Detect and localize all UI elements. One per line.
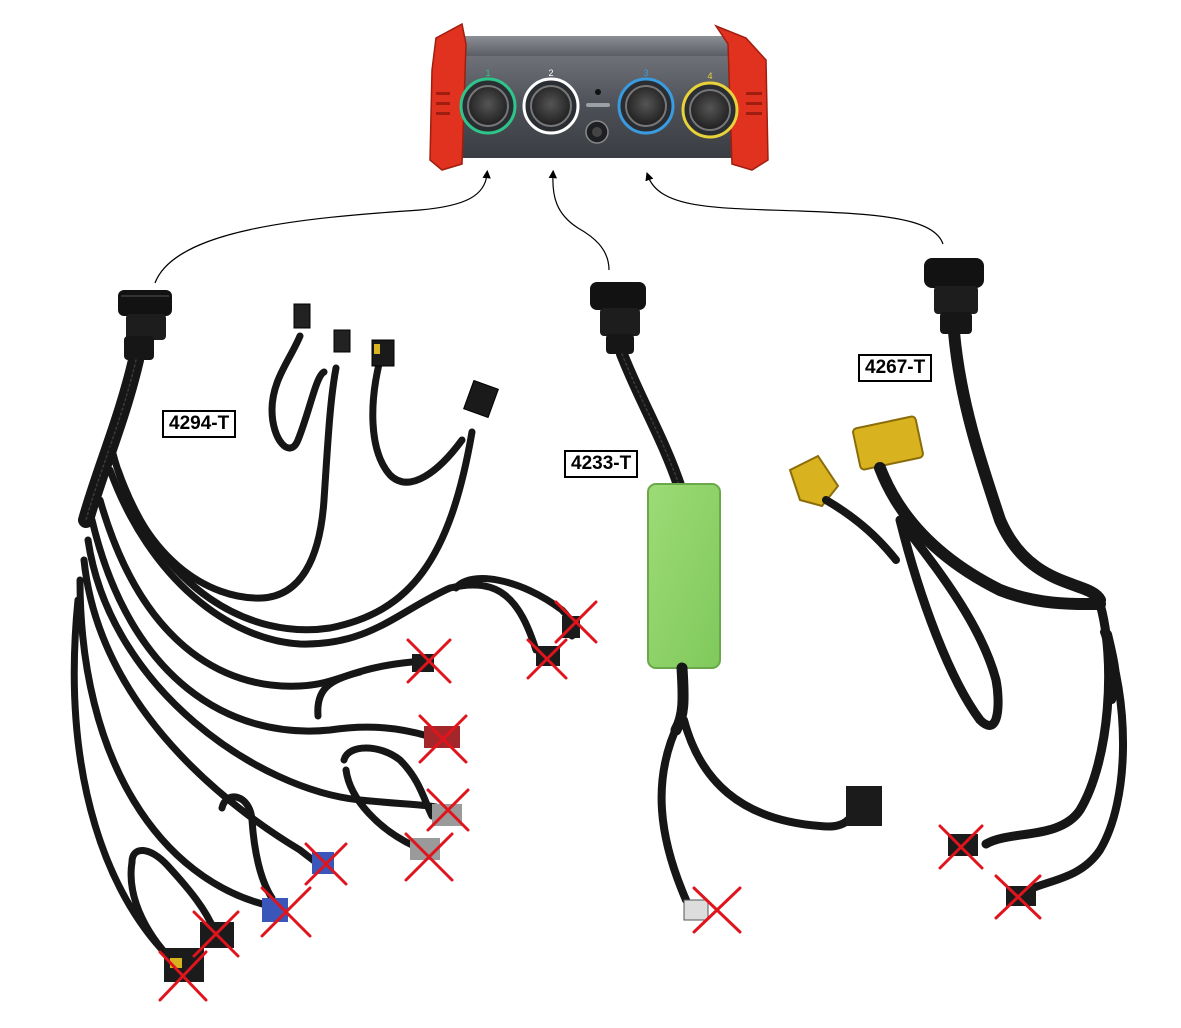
cross-mark-icon — [692, 886, 742, 934]
round-connector-icon — [467, 85, 509, 127]
label-4233-t: 4233-T — [564, 450, 639, 478]
port-4: 4 — [681, 71, 739, 139]
measurement-device: 1 2 3 4 — [429, 22, 769, 171]
bumper-grip — [746, 92, 762, 95]
bumper-grip — [436, 112, 450, 115]
device-bumper-left — [429, 22, 467, 171]
harness-4267-t — [788, 258, 1127, 906]
cross-mark-icon — [554, 600, 598, 644]
port-2: 2 — [522, 68, 580, 135]
harness-4233-t — [590, 282, 882, 921]
pigtail-connector — [463, 379, 499, 419]
connection-arrows — [154, 169, 944, 284]
round-connector-icon — [530, 85, 572, 127]
round-connector-icon — [625, 85, 667, 127]
port-3: 3 — [617, 68, 675, 135]
end-connector-small — [683, 899, 709, 921]
round-connector-icon — [924, 258, 984, 334]
interface-box — [647, 483, 721, 669]
port-number-4: 4 — [707, 71, 712, 81]
status-led — [595, 89, 601, 95]
cross-mark-icon — [938, 824, 984, 870]
pigtail-connector — [293, 303, 311, 329]
bumper-grip — [746, 112, 762, 115]
round-connector-icon — [590, 282, 646, 354]
cross-mark-icon — [406, 638, 452, 684]
round-connector-icon — [118, 290, 172, 360]
label-4294-t: 4294-T — [162, 410, 237, 438]
device-top — [438, 36, 740, 56]
bumper-grip — [436, 92, 450, 95]
end-connector — [846, 786, 882, 826]
port-number-2: 2 — [548, 68, 553, 78]
harness-4294-t — [70, 290, 580, 982]
port-1: 1 — [459, 68, 517, 135]
pigtail-connector — [333, 329, 351, 353]
cross-mark-icon — [192, 910, 240, 958]
cross-mark-icon — [304, 842, 348, 886]
yellow-connector — [788, 454, 840, 508]
bumper-grip — [436, 102, 450, 105]
arrow-4294-to-port-1 — [154, 169, 491, 284]
arrow-4267-to-port-3 — [645, 172, 944, 245]
label-4267-t: 4267-T — [858, 354, 933, 382]
port-number-1: 1 — [485, 68, 490, 78]
end-connector-latch — [170, 958, 182, 968]
device-bumper-right — [714, 24, 769, 171]
round-connector-icon — [689, 89, 731, 131]
cross-mark-icon — [158, 950, 208, 1002]
bumper-grip — [746, 102, 762, 105]
cross-mark-icon — [426, 788, 470, 832]
logo-plate — [586, 103, 610, 107]
cross-mark-icon — [526, 638, 568, 680]
cross-marks — [158, 600, 1042, 1002]
yellow-latch — [374, 344, 380, 354]
port-number-3: 3 — [643, 68, 648, 78]
cross-mark-icon — [994, 874, 1042, 920]
arrow-4233-to-port-2 — [548, 169, 610, 271]
cross-mark-icon — [418, 714, 468, 764]
cross-mark-icon — [404, 832, 454, 882]
cross-mark-icon — [260, 886, 312, 938]
obd-connector — [852, 415, 924, 471]
